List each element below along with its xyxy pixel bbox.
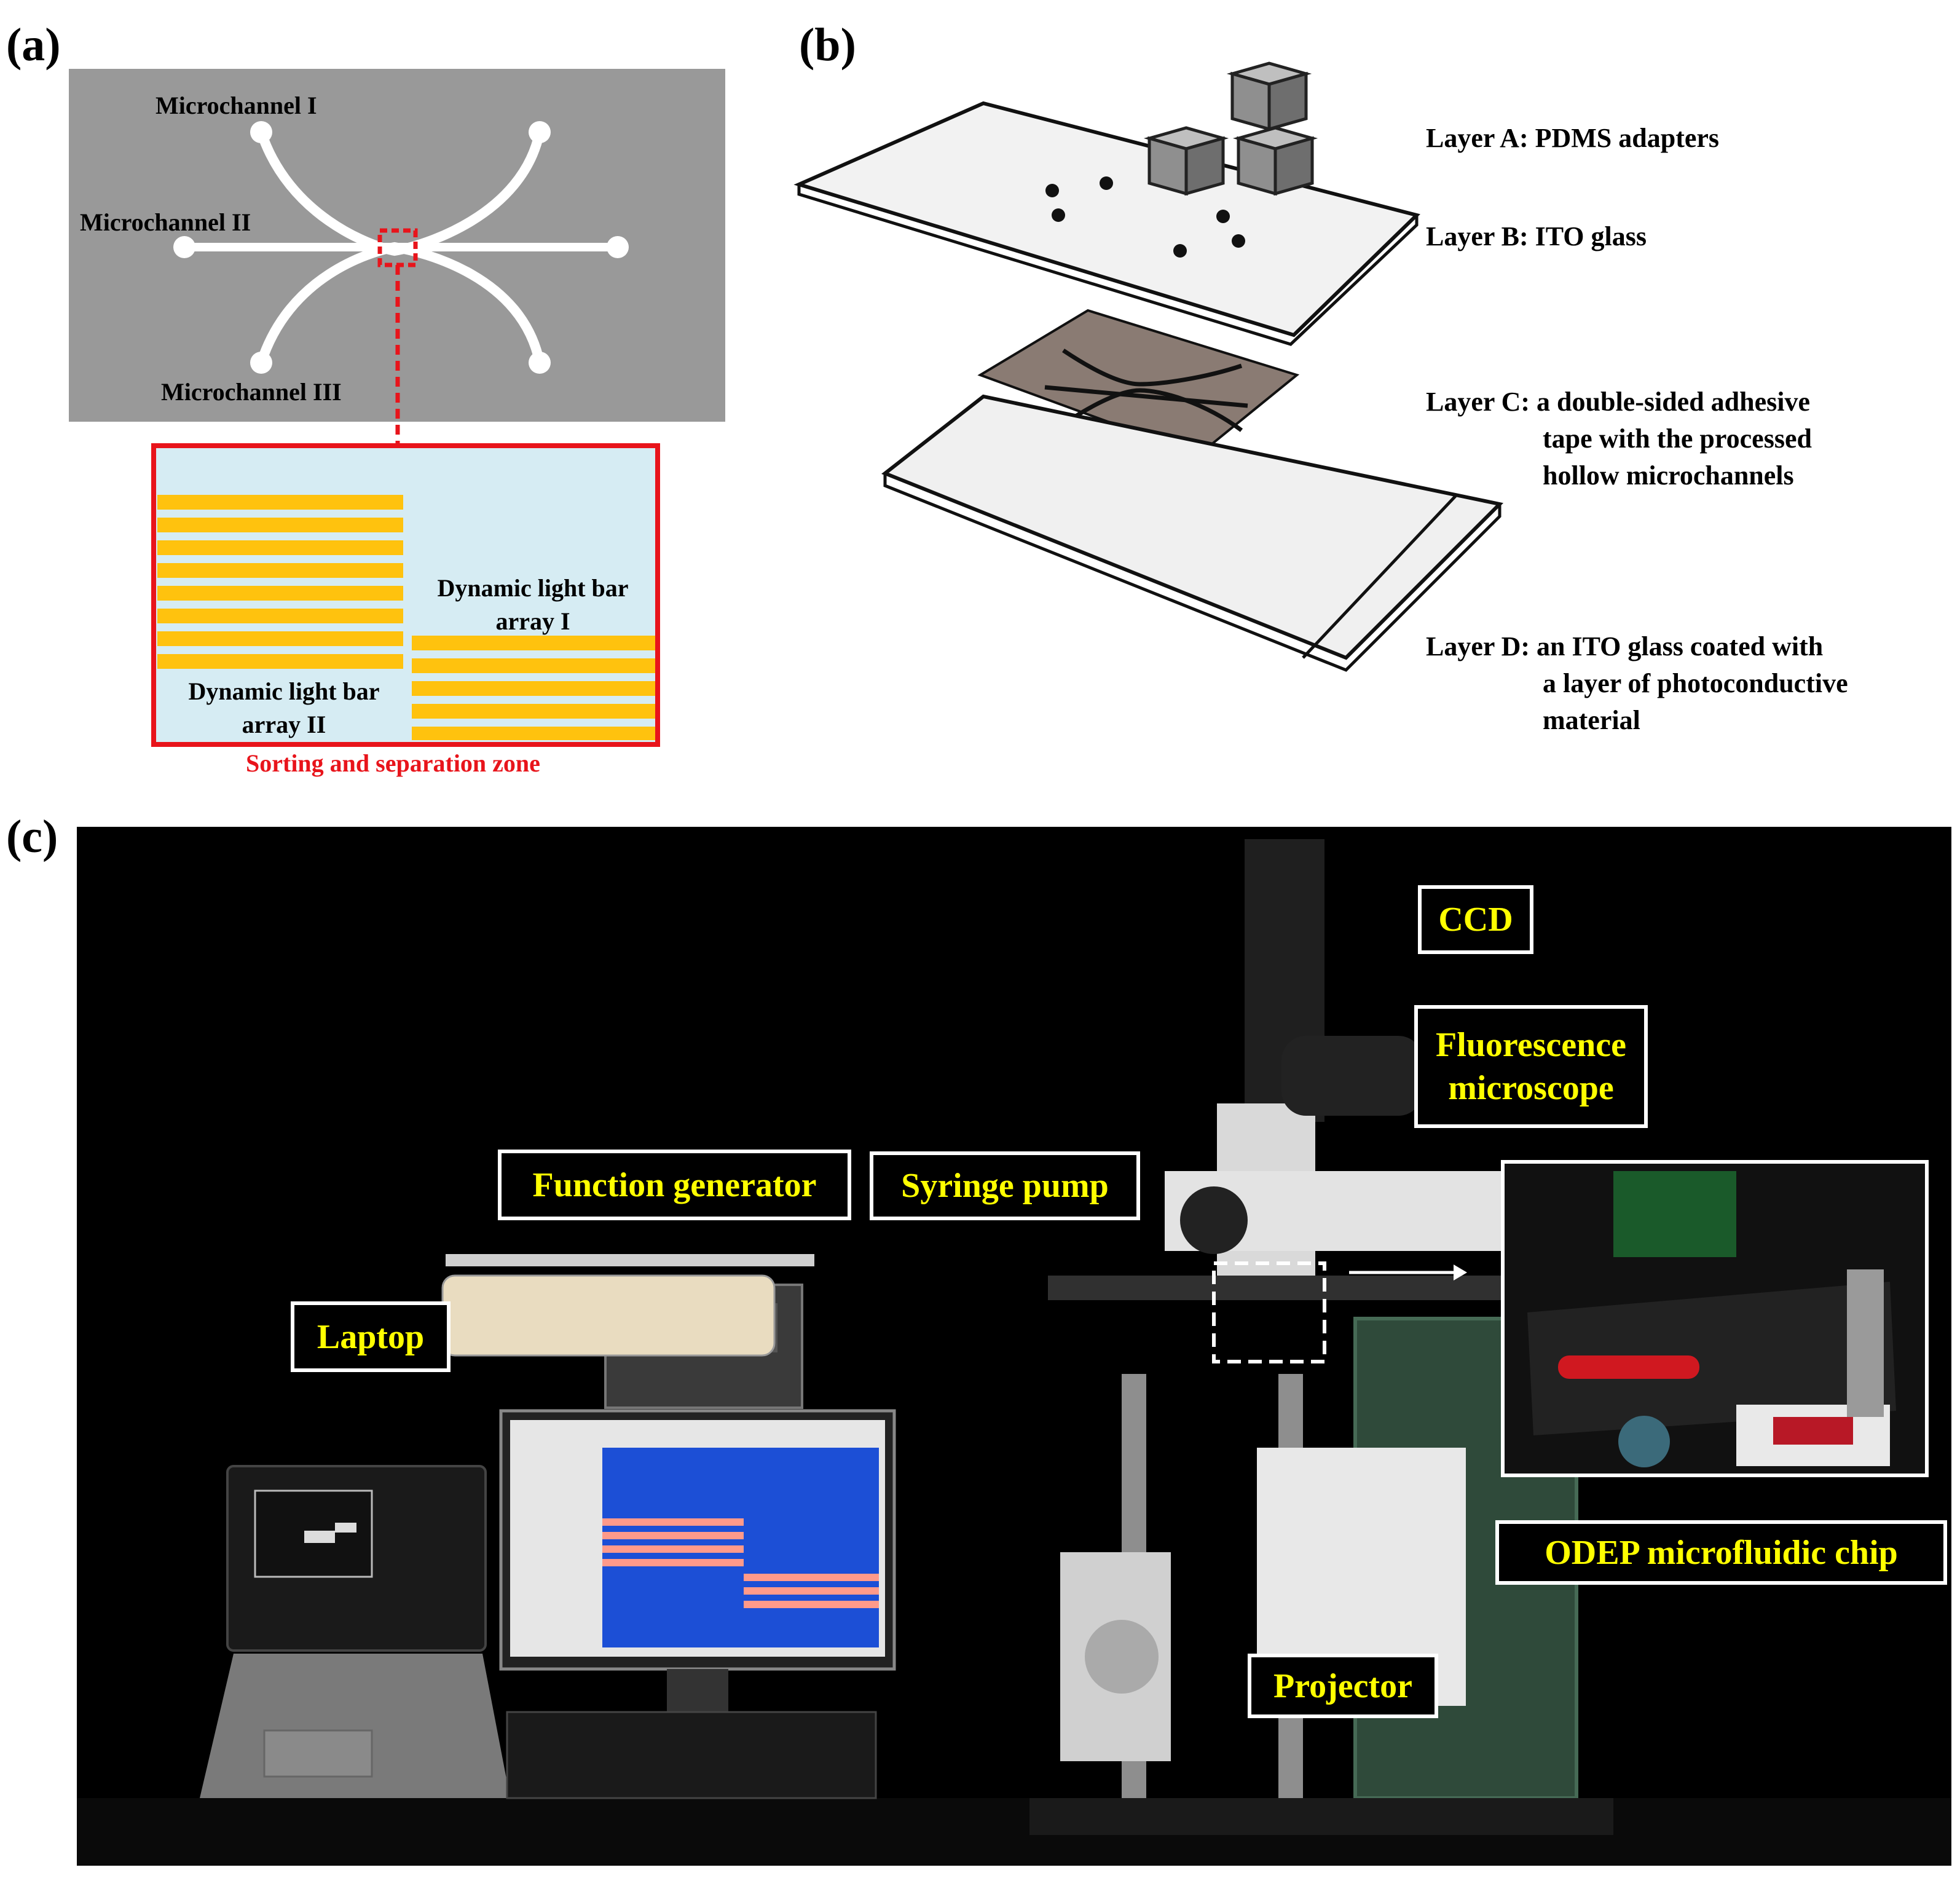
panel-b-label: (b) [799, 19, 856, 71]
light-bar-array-ii [157, 495, 403, 669]
sorting-zone-caption: Sorting and separation zone [246, 749, 540, 777]
port-mid-left [173, 236, 195, 258]
port-mid-right [607, 236, 629, 258]
layer-b-label: Layer B: ITO glass [1426, 221, 1647, 251]
projector-label: Projector [1248, 1654, 1438, 1718]
function-generator-label: Function generator [498, 1150, 851, 1220]
setup-photo-shapes [77, 839, 1951, 1866]
layer-b-glass [793, 101, 1420, 337]
port-bottom-right [529, 352, 551, 374]
port-bottom-left [250, 352, 272, 374]
microchannel-iii-label: Microchannel III [161, 378, 342, 406]
layer-a-adapters [1143, 61, 1318, 196]
laptop-label: Laptop [291, 1301, 451, 1372]
odep-chip-label: ODEP microfluidic chip [1495, 1520, 1947, 1585]
microchannel-ii-label: Microchannel II [80, 208, 251, 236]
chip-layer-stack-diagram [793, 61, 1504, 672]
port-top-left [250, 121, 272, 143]
microscope-device [1165, 839, 1509, 1276]
microchannel-i-label: Microchannel I [155, 92, 317, 119]
layer-b-holes [1045, 176, 1245, 258]
monitor-device [499, 1409, 896, 1799]
port-top-right [529, 121, 551, 143]
layer-c-label: Layer C: a double-sided adhesive tape wi… [1426, 387, 1812, 491]
syringe-pump-label: Syringe pump [870, 1151, 1140, 1220]
laptop-device [200, 1465, 510, 1798]
panel-a-label: (a) [6, 19, 61, 71]
microchannel-chip-diagram [69, 69, 725, 747]
chip-inset-photo [1501, 1160, 1929, 1477]
light-bar-array-i [412, 636, 655, 740]
ccd-label: CCD [1418, 885, 1533, 954]
chip-highlight-box [1212, 1261, 1326, 1363]
microchannel-iii-path [256, 242, 545, 365]
layer-a-label: Layer A: PDMS adapters [1426, 123, 1720, 153]
panel-c-label: (c) [6, 811, 58, 862]
layer-c-channels [1044, 349, 1248, 432]
bench-top [77, 1798, 1951, 1866]
layer-d-label: Layer D: an ITO glass coated with a laye… [1426, 631, 1848, 735]
syringe-pump-device [441, 1254, 814, 1357]
